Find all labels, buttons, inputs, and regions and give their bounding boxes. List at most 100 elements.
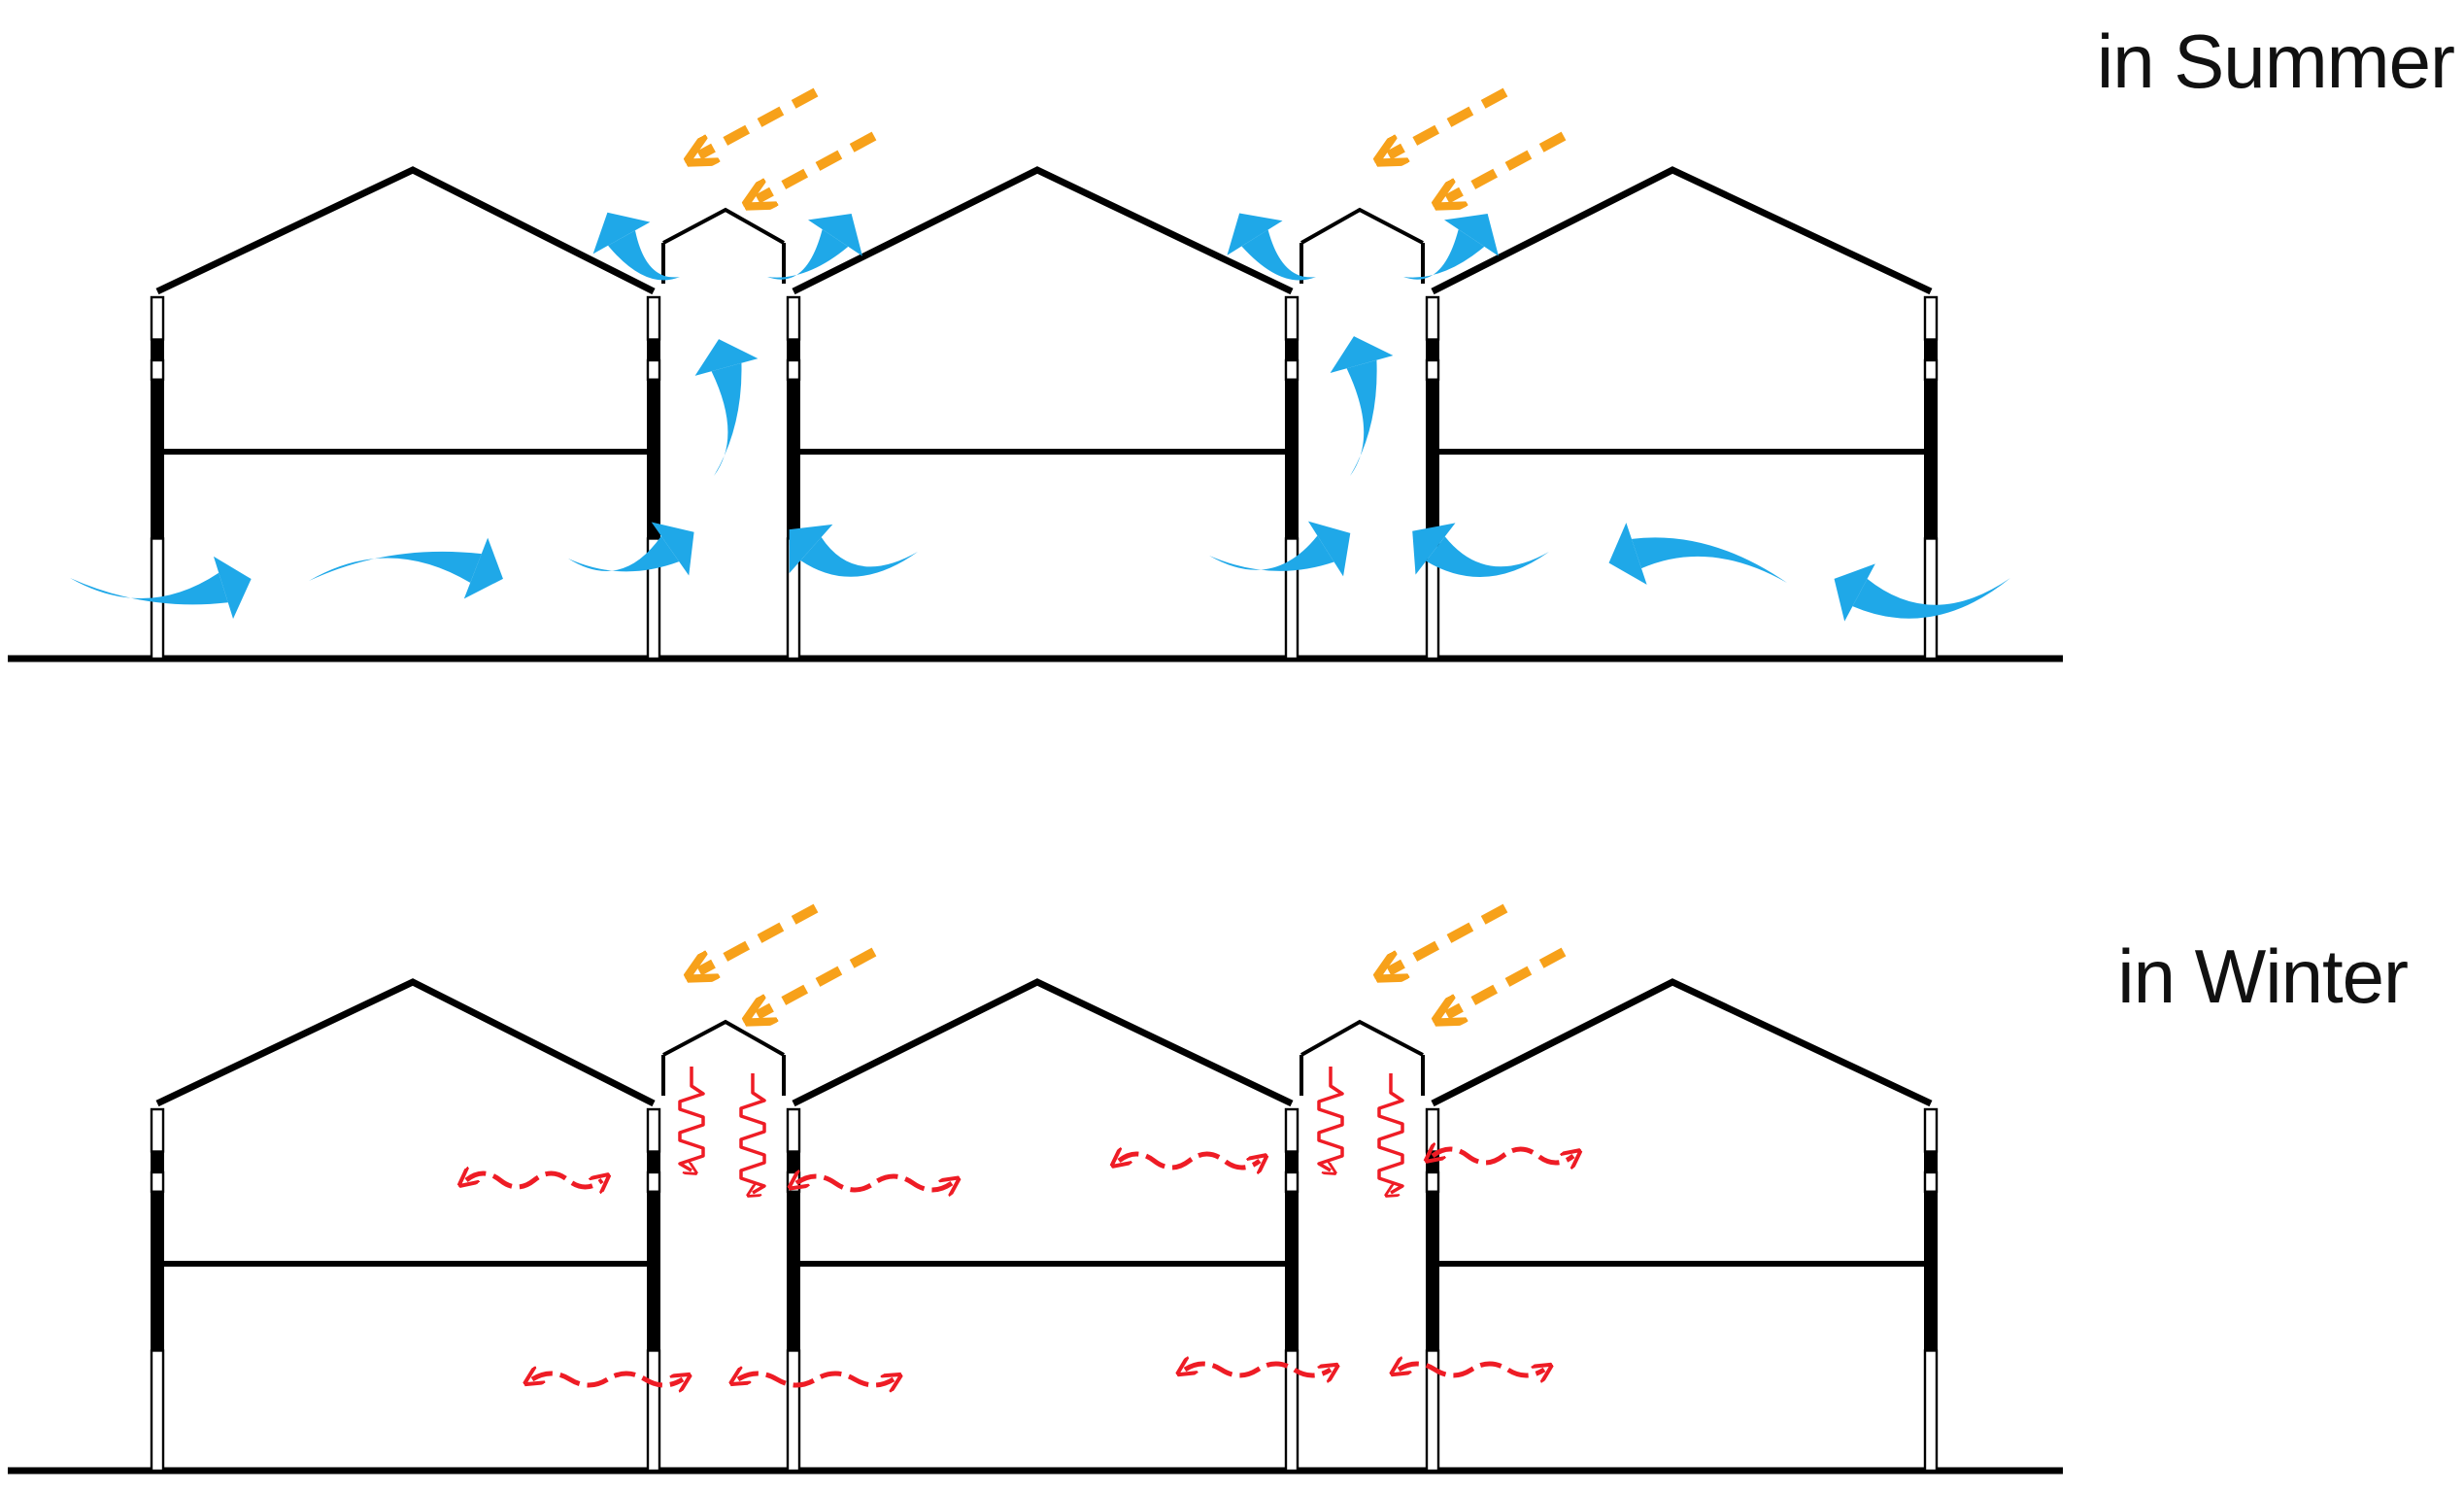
heat-absorption-arrow (739, 1073, 766, 1193)
building (786, 166, 1300, 661)
atrium-roof (1300, 207, 1424, 245)
sunlight-arrow (699, 87, 819, 155)
air-flow-arrow (694, 339, 759, 476)
building-structure (8, 166, 2063, 662)
window (1425, 295, 1440, 341)
air-flow-arrow (789, 524, 918, 577)
window (150, 1107, 165, 1153)
air-flow-head (1307, 521, 1351, 577)
air-flow-head (1227, 213, 1283, 255)
wall-segment (1285, 379, 1299, 539)
window (1923, 1170, 1939, 1193)
window (1923, 1349, 1939, 1473)
wall (1284, 1107, 1300, 1473)
wall-segment (1285, 1151, 1299, 1172)
wall (1425, 295, 1440, 661)
sunlight-rays (699, 903, 1567, 1015)
air-flow-body (800, 537, 918, 577)
window (786, 358, 801, 381)
wall-segment (1426, 339, 1439, 360)
air-flow (70, 212, 2010, 622)
wall (646, 295, 661, 661)
wall-segment (151, 379, 164, 539)
heat-absorption-arrow (678, 1067, 705, 1170)
air-flow-head (1330, 336, 1394, 373)
air-flow-arrow (1412, 523, 1549, 578)
air-flow-arrow (1403, 214, 1499, 280)
window (1425, 1107, 1440, 1153)
sunlight-rays (699, 87, 1567, 199)
heat-radiation-arrow (738, 1373, 894, 1385)
window (786, 1107, 801, 1153)
air-flow-body (1852, 578, 2010, 619)
window (646, 295, 661, 341)
air-flow-arrow (1608, 523, 1787, 585)
heat-absorption-arrow (1317, 1067, 1344, 1170)
wall (150, 1107, 165, 1473)
wall-segment (1285, 1191, 1299, 1351)
window (1284, 295, 1300, 341)
heat-radiation-arrow (1433, 1149, 1573, 1163)
window (1284, 537, 1300, 661)
gable-roof (1431, 978, 1933, 1107)
window (1284, 1107, 1300, 1153)
air-flow-body (1241, 229, 1316, 281)
window (1923, 295, 1939, 341)
wall-segment (1426, 379, 1439, 539)
heat-radiation-arrow (466, 1173, 602, 1187)
wall-segment (787, 339, 800, 360)
air-flow-body (70, 572, 228, 605)
wall-segment (1924, 1191, 1938, 1351)
gable-roof (1431, 166, 1933, 295)
air-flow-body (608, 230, 680, 281)
heat-radiation-arrow (1119, 1154, 1260, 1168)
heat-radiation-arrow (1399, 1364, 1544, 1375)
gable-roof (792, 166, 1294, 295)
air-flow-head (592, 212, 651, 254)
air-flow-head (1444, 214, 1499, 256)
wall-segment (787, 1151, 800, 1172)
air-flow-head (1834, 563, 1875, 622)
building (786, 978, 1300, 1473)
air-flow-arrow (568, 522, 694, 576)
air-flow-body (1426, 536, 1549, 578)
wall-segment (647, 339, 660, 360)
air-flow-arrow (767, 214, 862, 280)
wall (1425, 1107, 1440, 1473)
sunlight-arrow (758, 131, 877, 199)
window (1425, 358, 1440, 381)
air-flow-body (1209, 535, 1334, 571)
gable-roof (792, 978, 1294, 1107)
window (1284, 1170, 1300, 1193)
air-flow-head (651, 522, 694, 576)
wall-segment (647, 1191, 660, 1351)
sunlight-arrow (1447, 131, 1567, 199)
air-flow-body (767, 229, 849, 280)
winter-section (8, 903, 2063, 1475)
air-flow-head (1412, 523, 1456, 575)
building (150, 978, 661, 1473)
window (150, 358, 165, 381)
air-flow-body (711, 362, 742, 476)
air-flow-head (694, 339, 759, 376)
wall-segment (1924, 339, 1938, 360)
building (1425, 978, 1939, 1473)
heat-radiation-arrow (532, 1373, 683, 1385)
window (646, 358, 661, 381)
wall-segment (1285, 339, 1299, 360)
atrium-roof (662, 1019, 785, 1057)
air-flow-arrow (1834, 563, 2010, 622)
gable-roof (155, 978, 656, 1107)
wall-segment (151, 1191, 164, 1351)
window (1284, 358, 1300, 381)
air-flow-head (463, 537, 503, 599)
window (1923, 1107, 1939, 1153)
wall-segment (1426, 1191, 1439, 1351)
air-flow-head (213, 556, 252, 620)
wall (1284, 295, 1300, 661)
air-flow-head (808, 214, 862, 256)
wall (786, 295, 801, 661)
summer-label: in Summer (2096, 18, 2455, 104)
wall-segment (787, 379, 800, 539)
window (150, 1349, 165, 1473)
